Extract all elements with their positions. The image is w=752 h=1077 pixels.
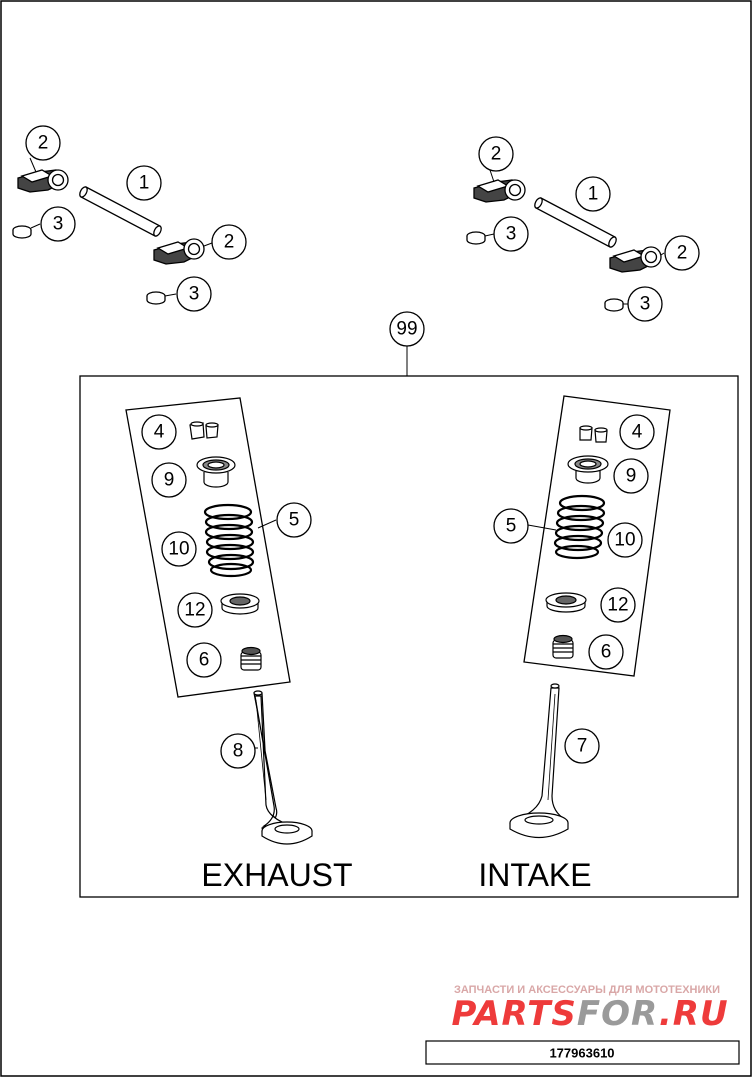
svg-text:6: 6 [601, 642, 612, 663]
svg-text:99: 99 [396, 319, 417, 340]
callout-exhaust-10: 10 [161, 531, 197, 567]
intake-label: INTAKE [478, 857, 591, 893]
callout-right-2b: 2 [664, 235, 700, 271]
svg-text:3: 3 [53, 214, 64, 235]
spring-seat-exhaust [220, 593, 260, 615]
svg-text:3: 3 [189, 284, 200, 305]
intake-parts [545, 425, 609, 659]
exhaust-valve [253, 690, 313, 845]
svg-text:10: 10 [614, 530, 635, 551]
callout-left-3a: 3 [40, 206, 76, 242]
exhaust-parts [189, 421, 262, 671]
svg-text:3: 3 [640, 294, 651, 315]
svg-text:10: 10 [168, 539, 189, 560]
svg-text:2: 2 [491, 144, 502, 165]
svg-text:7: 7 [577, 736, 588, 757]
svg-text:9: 9 [164, 470, 175, 491]
rocker-arm-right-top [473, 179, 526, 203]
rocker-arm-left-top [17, 169, 69, 193]
intake-parts-panel [523, 395, 671, 677]
svg-text:1: 1 [139, 173, 150, 194]
exhaust-label: EXHAUST [201, 857, 352, 893]
svg-text:8: 8 [233, 741, 244, 762]
svg-text:6: 6 [199, 650, 210, 671]
spring-seat-intake [545, 592, 587, 613]
callout-intake-9: 9 [613, 458, 649, 494]
stem-seal-intake [552, 634, 574, 659]
exhaust-leaders [257, 519, 277, 529]
svg-text:4: 4 [632, 422, 643, 443]
callout-intake-12: 12 [600, 587, 636, 623]
valve-spring-intake [553, 494, 606, 560]
svg-text:9: 9 [626, 466, 637, 487]
callout-intake-7: 7 [564, 728, 600, 764]
rocker-shaft-right [534, 197, 617, 248]
valve-keeper-exhaust [189, 421, 219, 440]
callout-intake-10: 10 [607, 522, 643, 558]
rocker-arm-left-bottom [153, 238, 205, 265]
intake-valve [509, 683, 569, 838]
valve-keeper-intake [579, 425, 608, 443]
valve-shim-right-1 [466, 231, 486, 245]
right-group-leaders [484, 169, 665, 305]
valve-shim-left-2 [146, 291, 166, 305]
callout-left-2a: 2 [25, 125, 61, 161]
callout-left-3b: 3 [176, 276, 212, 312]
watermark-tagline: ЗАПЧАСТИ И АКСЕССУАРЫ ДЛЯ МОТОТЕХНИКИ [454, 984, 720, 996]
svg-text:2: 2 [38, 133, 49, 154]
watermark-brand: PARTSFOR.RU [451, 994, 728, 1034]
svg-text:3: 3 [506, 224, 517, 245]
callout-left-2b: 2 [211, 224, 247, 260]
right-rocker-group [466, 179, 662, 312]
spring-retainer-exhaust [196, 456, 236, 488]
valve-spring-exhaust [203, 503, 255, 578]
svg-text:5: 5 [506, 516, 517, 537]
svg-text:5: 5 [289, 510, 300, 531]
callout-right-3a: 3 [493, 216, 529, 252]
svg-text:2: 2 [224, 232, 235, 253]
callout-intake-6: 6 [588, 634, 624, 670]
callout-intake-5: 5 [493, 508, 529, 544]
valve-kit-frame [79, 375, 739, 898]
part-number-box [425, 1040, 740, 1065]
rocker-arm-right-bottom [609, 246, 662, 273]
callout-exhaust-6: 6 [186, 642, 222, 678]
callout-right-2a: 2 [478, 136, 514, 172]
callout-left-1: 1 [126, 165, 162, 201]
svg-text:4: 4 [154, 422, 165, 443]
callout-intake-4: 4 [619, 414, 655, 450]
exhaust-parts-panel [125, 397, 291, 698]
valve-shim-right-2 [604, 298, 624, 312]
callout-exhaust-5: 5 [276, 502, 312, 538]
stem-seal-exhaust [240, 646, 262, 671]
callout-exhaust-9: 9 [151, 462, 187, 498]
svg-text:1: 1 [588, 184, 599, 205]
left-rocker-group [12, 169, 205, 305]
callout-right-3b: 3 [627, 286, 663, 322]
callout-exhaust-8: 8 [220, 733, 256, 769]
left-group-leaders [29, 157, 213, 297]
intake-leaders [527, 524, 557, 531]
part-number: 177963610 [549, 1046, 614, 1061]
rocker-shaft-left [79, 186, 162, 237]
callout-exhaust-12: 12 [177, 592, 213, 628]
valve-shim-left-1 [12, 225, 32, 239]
callout-right-1: 1 [575, 176, 611, 212]
svg-text:12: 12 [184, 600, 205, 621]
svg-text:12: 12 [607, 595, 628, 616]
svg-text:2: 2 [677, 243, 688, 264]
callout-exhaust-4: 4 [141, 414, 177, 450]
spring-retainer-intake [567, 455, 609, 484]
callout-99: 99 [389, 311, 425, 347]
